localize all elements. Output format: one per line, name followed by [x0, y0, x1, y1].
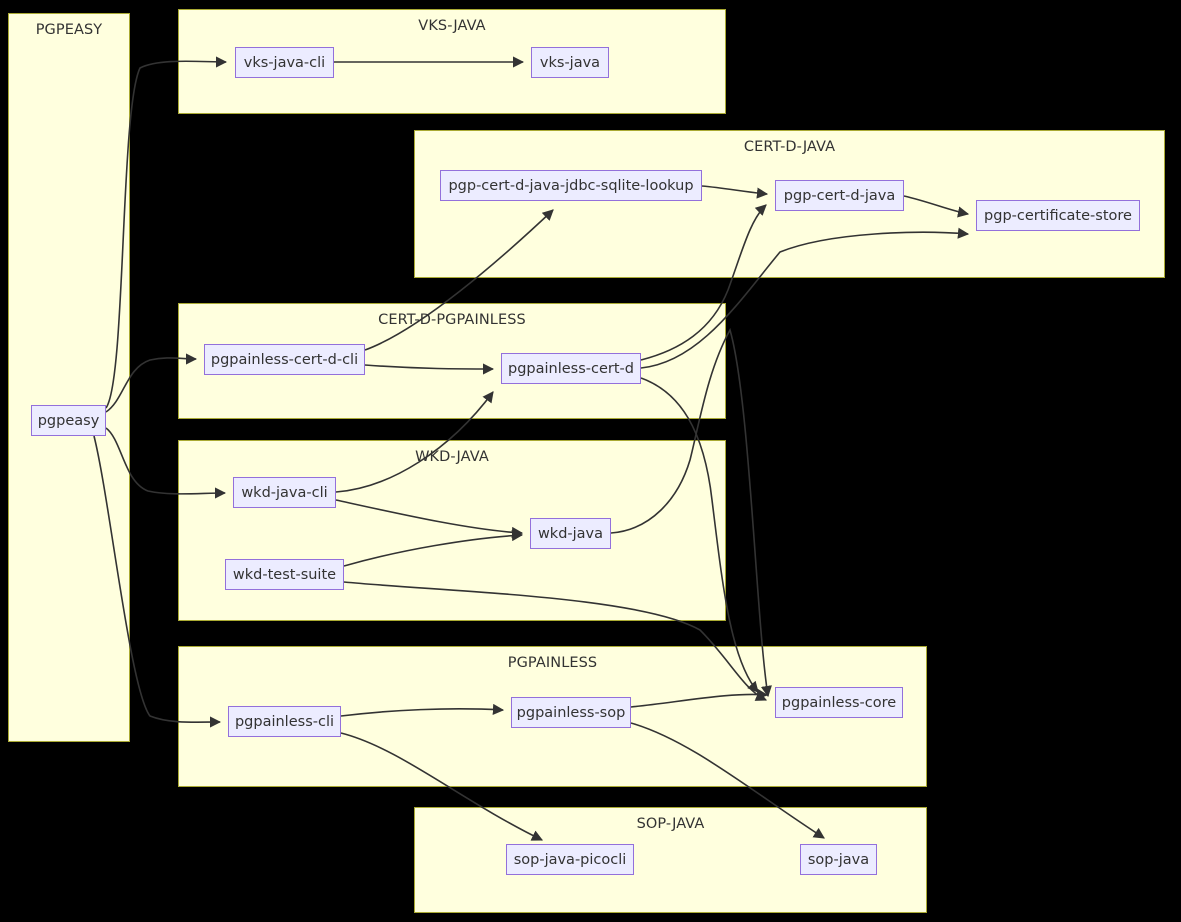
- cluster-label-vks_java: VKS-JAVA: [418, 18, 486, 34]
- node-label-pgp-certificate-store: pgp-certificate-store: [984, 207, 1132, 224]
- cluster-label-pgpeasy: PGPEASY: [35, 22, 103, 38]
- node-label-vks-java-cli: vks-java-cli: [243, 54, 326, 71]
- node-pgpainless-core[interactable]: pgpainless-core: [775, 687, 903, 718]
- node-label-pgp-cert-d-java: pgp-cert-d-java: [783, 187, 896, 204]
- node-wkd-java[interactable]: wkd-java: [530, 518, 611, 549]
- node-sop-java-picocli[interactable]: sop-java-picocli: [506, 844, 634, 875]
- node-label-vks-java: vks-java: [539, 54, 601, 71]
- node-label-sop-java: sop-java: [807, 851, 870, 868]
- cluster-wkd_java: WKD-JAVA: [178, 440, 726, 621]
- cluster-label-wkd_java: WKD-JAVA: [415, 449, 489, 465]
- node-pgpeasy[interactable]: pgpeasy: [31, 405, 106, 436]
- node-label-pgpainless-cert-d-cli: pgpainless-cert-d-cli: [210, 351, 359, 368]
- node-pgpainless-cert-d-cli[interactable]: pgpainless-cert-d-cli: [204, 344, 365, 375]
- node-label-wkd-test-suite: wkd-test-suite: [232, 566, 337, 583]
- node-vks-java-cli[interactable]: vks-java-cli: [235, 47, 334, 78]
- cluster-label-cert_d_pgpainless: CERT-D-PGPAINLESS: [378, 312, 526, 328]
- node-sop-java[interactable]: sop-java: [800, 844, 877, 875]
- cluster-pgpeasy: PGPEASY: [8, 13, 130, 742]
- node-label-pgpainless-cert-d: pgpainless-cert-d: [508, 360, 634, 377]
- node-pgpainless-sop[interactable]: pgpainless-sop: [511, 697, 631, 728]
- cluster-label-sop_java: SOP-JAVA: [636, 816, 705, 832]
- node-wkd-java-cli[interactable]: wkd-java-cli: [233, 477, 336, 508]
- node-label-pgpeasy: pgpeasy: [37, 412, 100, 429]
- node-wkd-test-suite[interactable]: wkd-test-suite: [225, 559, 344, 590]
- node-pgp-cert-d-java[interactable]: pgp-cert-d-java: [775, 180, 904, 211]
- node-pgpainless-cli[interactable]: pgpainless-cli: [228, 706, 341, 737]
- cluster-label-cert_d_java: CERT-D-JAVA: [743, 139, 836, 155]
- node-label-wkd-java: wkd-java: [537, 525, 604, 542]
- node-label-pgp-cert-d-java-jdbc-sqlite-lookup: pgp-cert-d-java-jdbc-sqlite-lookup: [448, 177, 694, 194]
- node-pgp-certificate-store[interactable]: pgp-certificate-store: [976, 200, 1140, 231]
- node-label-pgpainless-sop: pgpainless-sop: [516, 704, 626, 721]
- node-label-wkd-java-cli: wkd-java-cli: [241, 484, 328, 501]
- node-label-sop-java-picocli: sop-java-picocli: [513, 851, 627, 868]
- node-label-pgpainless-core: pgpainless-core: [781, 694, 897, 711]
- node-pgpainless-cert-d[interactable]: pgpainless-cert-d: [501, 353, 641, 384]
- node-vks-java[interactable]: vks-java: [531, 47, 609, 78]
- node-label-pgpainless-cli: pgpainless-cli: [234, 713, 335, 730]
- node-pgp-cert-d-java-jdbc-sqlite-lookup[interactable]: pgp-cert-d-java-jdbc-sqlite-lookup: [440, 170, 702, 201]
- cluster-label-pgpainless: PGPAINLESS: [507, 655, 598, 671]
